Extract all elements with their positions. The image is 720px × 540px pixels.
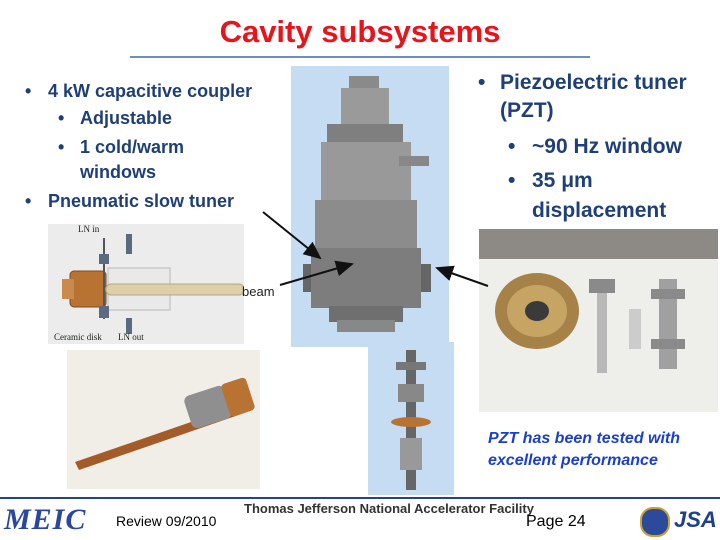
tuner-assembly-drawing	[368, 342, 454, 495]
title-underline	[130, 56, 590, 58]
ln-in-label: LN in	[78, 224, 100, 234]
footer-rule	[0, 497, 720, 499]
meic-logo: MEIC	[4, 503, 87, 536]
doe-seal-icon	[640, 507, 670, 537]
pzt-photo	[479, 229, 718, 412]
bullet-slow-tuner: Pneumatic slow tuner	[48, 191, 235, 211]
bullet-adjustable: Adjustable	[80, 108, 173, 128]
bullet-marker: •	[25, 81, 32, 101]
bullet-marker: •	[58, 137, 65, 157]
bullet-marker: •	[508, 135, 516, 158]
tuner-assembly-image	[368, 342, 454, 495]
bullet-displacement-line2: displacement	[532, 199, 667, 222]
cavity-model-drawing	[291, 66, 449, 347]
footer: MEIC Review 09/2010 Thomas Jefferson Nat…	[0, 499, 720, 540]
bullet-windows-line1: 1 cold/warm	[80, 137, 185, 157]
bullet-displacement-line1: 35 μm	[532, 169, 593, 192]
pzt-note-line1: PZT has been tested with	[488, 430, 681, 447]
slide-title: Cavity subsystems	[219, 14, 501, 49]
jsa-logo: JSA	[674, 507, 717, 532]
lab-name: Thomas Jefferson National Accelerator Fa…	[244, 501, 534, 516]
ln-out-label: LN out	[118, 332, 144, 342]
arrow-pzt	[435, 265, 489, 287]
arrow-beam	[279, 260, 354, 286]
coupler-diagram-drawing	[48, 224, 244, 344]
bullet-pzt-line2: (PZT)	[500, 99, 554, 122]
pzt-note-line2: excellent performance	[488, 452, 658, 469]
ceramic-disk-label: Ceramic disk	[54, 332, 102, 342]
arrow-slow-tuner	[262, 211, 322, 260]
pzt-photo-drawing	[479, 229, 718, 412]
bullet-marker: •	[58, 108, 65, 128]
coupler-photo	[67, 350, 260, 489]
bullet-pzt-line1: Piezoelectric tuner	[500, 71, 687, 94]
bullet-window: ~90 Hz window	[532, 135, 682, 158]
page-number: Page 24	[526, 513, 586, 530]
review-date: Review 09/2010	[116, 513, 217, 529]
coupler-photo-drawing	[67, 350, 260, 489]
bullet-marker: •	[478, 71, 486, 94]
left-bullet-list: • 4 kW capacitive coupler • Adjustable •…	[0, 80, 300, 220]
right-bullet-list: • Piezoelectric tuner (PZT) • ~90 Hz win…	[470, 68, 720, 228]
bullet-coupler: 4 kW capacitive coupler	[48, 81, 253, 101]
bullet-marker: •	[508, 169, 516, 192]
coupler-diagram: LN in Ceramic disk LN out	[48, 224, 244, 344]
bullet-marker: •	[25, 191, 32, 211]
bullet-windows-line2: windows	[80, 162, 156, 182]
beam-label: beam	[242, 284, 275, 299]
pzt-test-note: PZT has been tested with excellent perfo…	[488, 428, 718, 472]
cavity-model-image	[291, 66, 449, 347]
